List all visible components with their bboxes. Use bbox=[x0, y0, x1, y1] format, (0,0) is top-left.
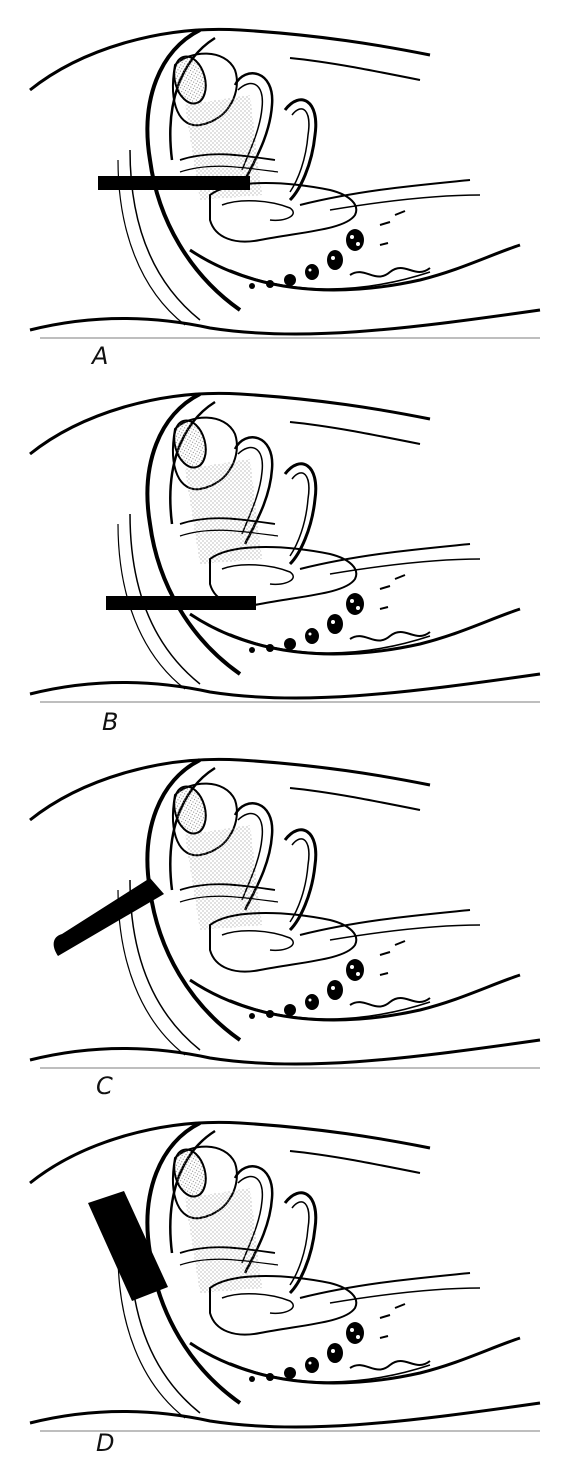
panel-c: C bbox=[0, 732, 584, 1096]
panel-b: B bbox=[0, 366, 584, 730]
anatomy-drawing-b bbox=[0, 366, 584, 730]
probe-bar-a bbox=[98, 176, 250, 190]
probe-bar-b bbox=[106, 596, 256, 610]
panel-label-d: D bbox=[96, 1431, 114, 1455]
panel-d: D bbox=[0, 1095, 584, 1459]
panel-label-b: B bbox=[102, 710, 118, 734]
anatomy-drawing-d bbox=[0, 1095, 584, 1459]
probe-block-d bbox=[88, 1191, 168, 1301]
panel-a: A bbox=[0, 0, 584, 364]
anatomy-drawing-c bbox=[0, 732, 584, 1096]
probe-wedge-c bbox=[54, 878, 164, 956]
anatomy-drawing-a bbox=[0, 0, 584, 364]
panel-label-a: A bbox=[92, 344, 108, 368]
